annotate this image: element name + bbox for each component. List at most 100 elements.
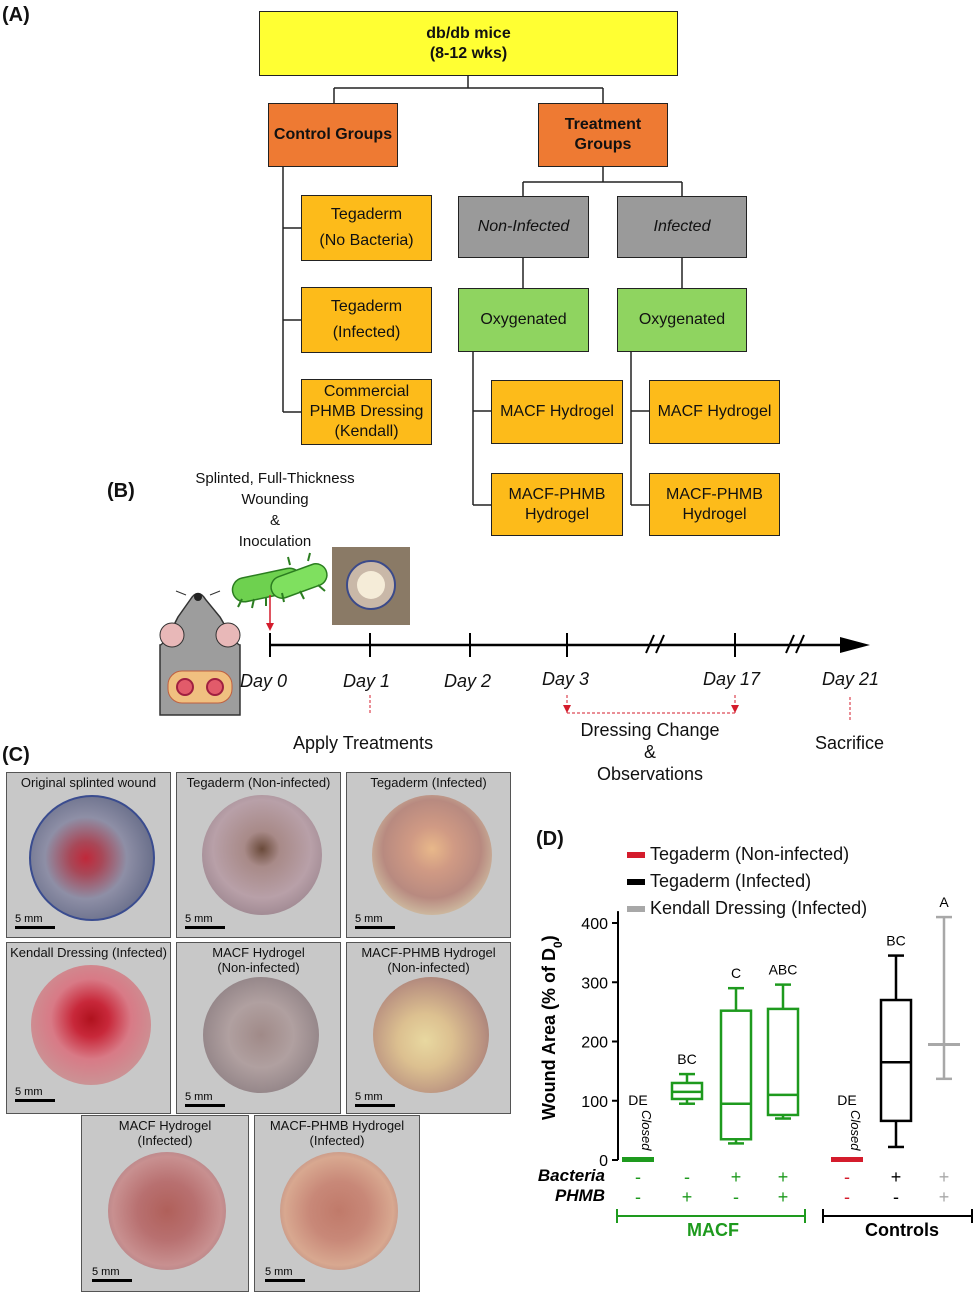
scale-bar: 5 mm [185, 1091, 225, 1107]
macf-group-label: MACF [687, 1220, 739, 1240]
phmb-sign: - [844, 1187, 850, 1207]
tile-subtitle: (Non-infected) [387, 960, 470, 975]
closed-bar [622, 1157, 654, 1162]
tile-subtitle: (Infected) [309, 1133, 365, 1148]
control-line: Tegaderm [330, 206, 403, 223]
timeline-graphic [159, 547, 870, 720]
legend-swatch [627, 906, 645, 913]
day-2: Day 2 [444, 671, 492, 691]
wound-image [202, 795, 322, 915]
tile-tegaderm-infected: Tegaderm (Infected) 5 mm [346, 772, 511, 938]
day-21: Day 21 [822, 669, 880, 689]
legend-label: Kendall Dressing (Infected) [650, 898, 868, 918]
panel-a-connectors [282, 76, 683, 506]
bacteria-sign: + [778, 1167, 789, 1187]
wounding-line2: Wounding [241, 491, 309, 508]
wound-image [373, 977, 489, 1093]
box [766, 1007, 800, 1117]
tile-title: Tegaderm (Non-infected) [186, 775, 331, 790]
root-box: db/db mice (8-12 wks) [259, 11, 678, 76]
control-line: (Kendall) [334, 423, 399, 440]
scale-bar: 5 mm [265, 1266, 305, 1282]
macf-hydrogel-right: MACF Hydrogel [649, 380, 780, 444]
phmb-sign: - [635, 1187, 641, 1207]
y-tick-label: 200 [581, 1035, 608, 1052]
significance-letter: BC [886, 933, 905, 949]
macf-phmb-line1: MACF-PHMB [666, 485, 763, 503]
legend-label: Tegaderm (Infected) [650, 871, 812, 891]
controls-group-label: Controls [865, 1220, 939, 1240]
phmb-sign: - [893, 1187, 899, 1207]
infected-box: Infected [617, 196, 747, 258]
scale-bar: 5 mm [355, 913, 395, 929]
tile-title: Kendall Dressing (Infected) [10, 945, 167, 960]
control-line: Tegaderm [330, 298, 403, 315]
panel-d-label: (D) [536, 828, 564, 850]
infected-label: Infected [653, 218, 711, 235]
wound-image [29, 795, 155, 921]
control-tegaderm-infected: Tegaderm (Infected) [301, 287, 432, 353]
tile-subtitle: (Infected) [137, 1133, 193, 1148]
macf-hydrogel-label: MACF Hydrogel [500, 403, 614, 420]
y-tick-label: 400 [581, 916, 608, 933]
wound-image [203, 977, 319, 1093]
tile-title: MACF Hydrogel [212, 945, 305, 960]
macf-hydrogel-label: MACF Hydrogel [657, 403, 772, 420]
control-line: PHMB Dressing [309, 403, 424, 420]
phmb-sign: + [939, 1187, 950, 1207]
day-1: Day 1 [343, 671, 391, 691]
root-line2: (8-12 wks) [429, 44, 508, 62]
bacteria-sign: - [844, 1167, 850, 1187]
oxygenated-box-right: Oxygenated [617, 288, 747, 352]
treatment-groups-line1: Treatment [564, 116, 642, 133]
tile-macf-infected: MACF Hydrogel (Infected) 5 mm [81, 1115, 249, 1292]
legend-swatch [627, 879, 645, 886]
phmb-sign: + [778, 1187, 789, 1207]
legend-swatch [627, 852, 645, 859]
scale-bar: 5 mm [355, 1091, 395, 1107]
tile-macf-non-infected: MACF Hydrogel (Non-infected) 5 mm [176, 942, 341, 1114]
day-17: Day 17 [703, 669, 761, 689]
non-infected-label: Non-Infected [477, 218, 570, 235]
tile-title: Tegaderm (Infected) [370, 775, 487, 790]
bacteria-label: Bacteria [538, 1166, 605, 1185]
phmb-sign: + [682, 1187, 693, 1207]
y-tick-label: 100 [581, 1094, 608, 1111]
control-line: (No Bacteria) [319, 232, 414, 249]
bacteria-sign: + [939, 1167, 950, 1187]
apply-treatments: Apply Treatments [293, 733, 434, 753]
tile-title: MACF Hydrogel [118, 1118, 212, 1133]
oxygenated-label: Oxygenated [480, 311, 567, 328]
significance-letter: A [939, 894, 949, 910]
scale-bar: 5 mm [15, 1086, 55, 1102]
panel-b-label: (B) [107, 480, 135, 502]
dressing-change: Dressing Change & Observations [560, 719, 740, 785]
oxygenated-label: Oxygenated [638, 311, 726, 328]
scale-bar: 5 mm [92, 1266, 132, 1282]
y-tick-label: 0 [599, 1153, 608, 1170]
y-tick-label: 300 [581, 975, 608, 992]
macf-phmb-line2: Hydrogel [524, 505, 590, 523]
bacteria-sign: - [635, 1167, 641, 1187]
control-line: Commercial [323, 383, 410, 400]
day-0: Day 0 [240, 671, 288, 691]
tile-subtitle: (Non-infected) [217, 960, 300, 975]
non-infected-box: Non-Infected [458, 196, 589, 258]
scale-bar: 5 mm [185, 913, 225, 929]
tile-macf-phmb-infected: MACF-PHMB Hydrogel (Infected) 5 mm [254, 1115, 420, 1292]
box [719, 1009, 753, 1141]
closed-label: Closed [848, 1110, 863, 1151]
wound-image [372, 795, 492, 915]
legend: Tegaderm (Non-infected) Tegaderm (Infect… [627, 841, 867, 922]
control-groups-label: Control Groups [273, 126, 393, 143]
significance-letter: DE [628, 1092, 647, 1108]
phmb-sign: - [733, 1187, 739, 1207]
legend-label: Tegaderm (Non-infected) [650, 844, 850, 864]
y-axis-label: Wound Area (% of D0) [539, 935, 565, 1120]
wounding-text: Splinted, Full-Thickness Wounding & Inoc… [175, 468, 375, 552]
wounding-line1: Splinted, Full-Thickness [195, 470, 355, 487]
dressing-line2: & [643, 742, 656, 762]
oxygenated-box-left: Oxygenated [458, 288, 589, 352]
closed-bar [831, 1157, 863, 1162]
